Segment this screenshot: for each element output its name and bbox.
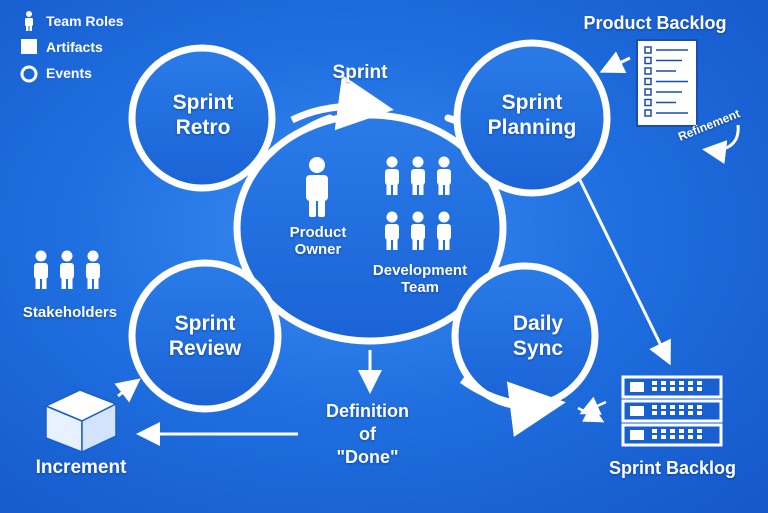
person-icon [25,11,33,31]
increment-to-review-arrow [114,378,141,403]
increment-label: Increment [35,457,127,478]
square-icon [21,39,37,54]
stakeholder-icon [34,250,48,289]
sprint-review-circle[interactable] [128,259,282,413]
circle-icon [20,65,38,83]
definition-of-done-label: Definition of "Done" [326,401,409,467]
development-team-icon [385,156,451,250]
team-member-icon [385,156,399,195]
team-member-icon [411,211,425,250]
stakeholders-label: Stakeholders [22,304,118,321]
sprint-backlog-label: Sprint Backlog [608,458,737,478]
sprint-label: Sprint [332,62,388,83]
product-backlog-arrow [599,51,631,74]
planning-to-sprint-backlog-arrow [578,179,671,366]
legend-item-artifacts: Artifacts [20,38,103,56]
sprint-backlog-exchange-arrows [577,396,607,423]
product-backlog-label: Product Backlog [583,13,727,33]
stakeholders-icon [34,250,100,289]
legend-label: Events [46,65,92,81]
refinement-arrow [702,124,740,165]
product-owner-icon [306,157,328,217]
legend-label: Artifacts [46,39,103,55]
legend-label: Team Roles [46,13,124,29]
product-backlog-icon [636,39,698,127]
legend-item-events: Events [20,64,92,82]
legend-item-team-roles: Team Roles [20,12,124,30]
legend-icons [20,11,38,83]
stakeholder-icon [86,250,100,289]
team-member-icon [411,156,425,195]
increment-box-icon [44,389,118,454]
stakeholder-icon [60,250,74,289]
sprint-backlog-icon [621,375,723,447]
team-member-icon [437,211,451,250]
team-member-icon [385,211,399,250]
team-member-icon [437,156,451,195]
sprint-retro-circle[interactable] [128,44,276,192]
daily-sync-arrow [459,377,566,437]
sprint-planning-circle[interactable] [453,39,611,197]
sprint-arrow [290,74,394,131]
